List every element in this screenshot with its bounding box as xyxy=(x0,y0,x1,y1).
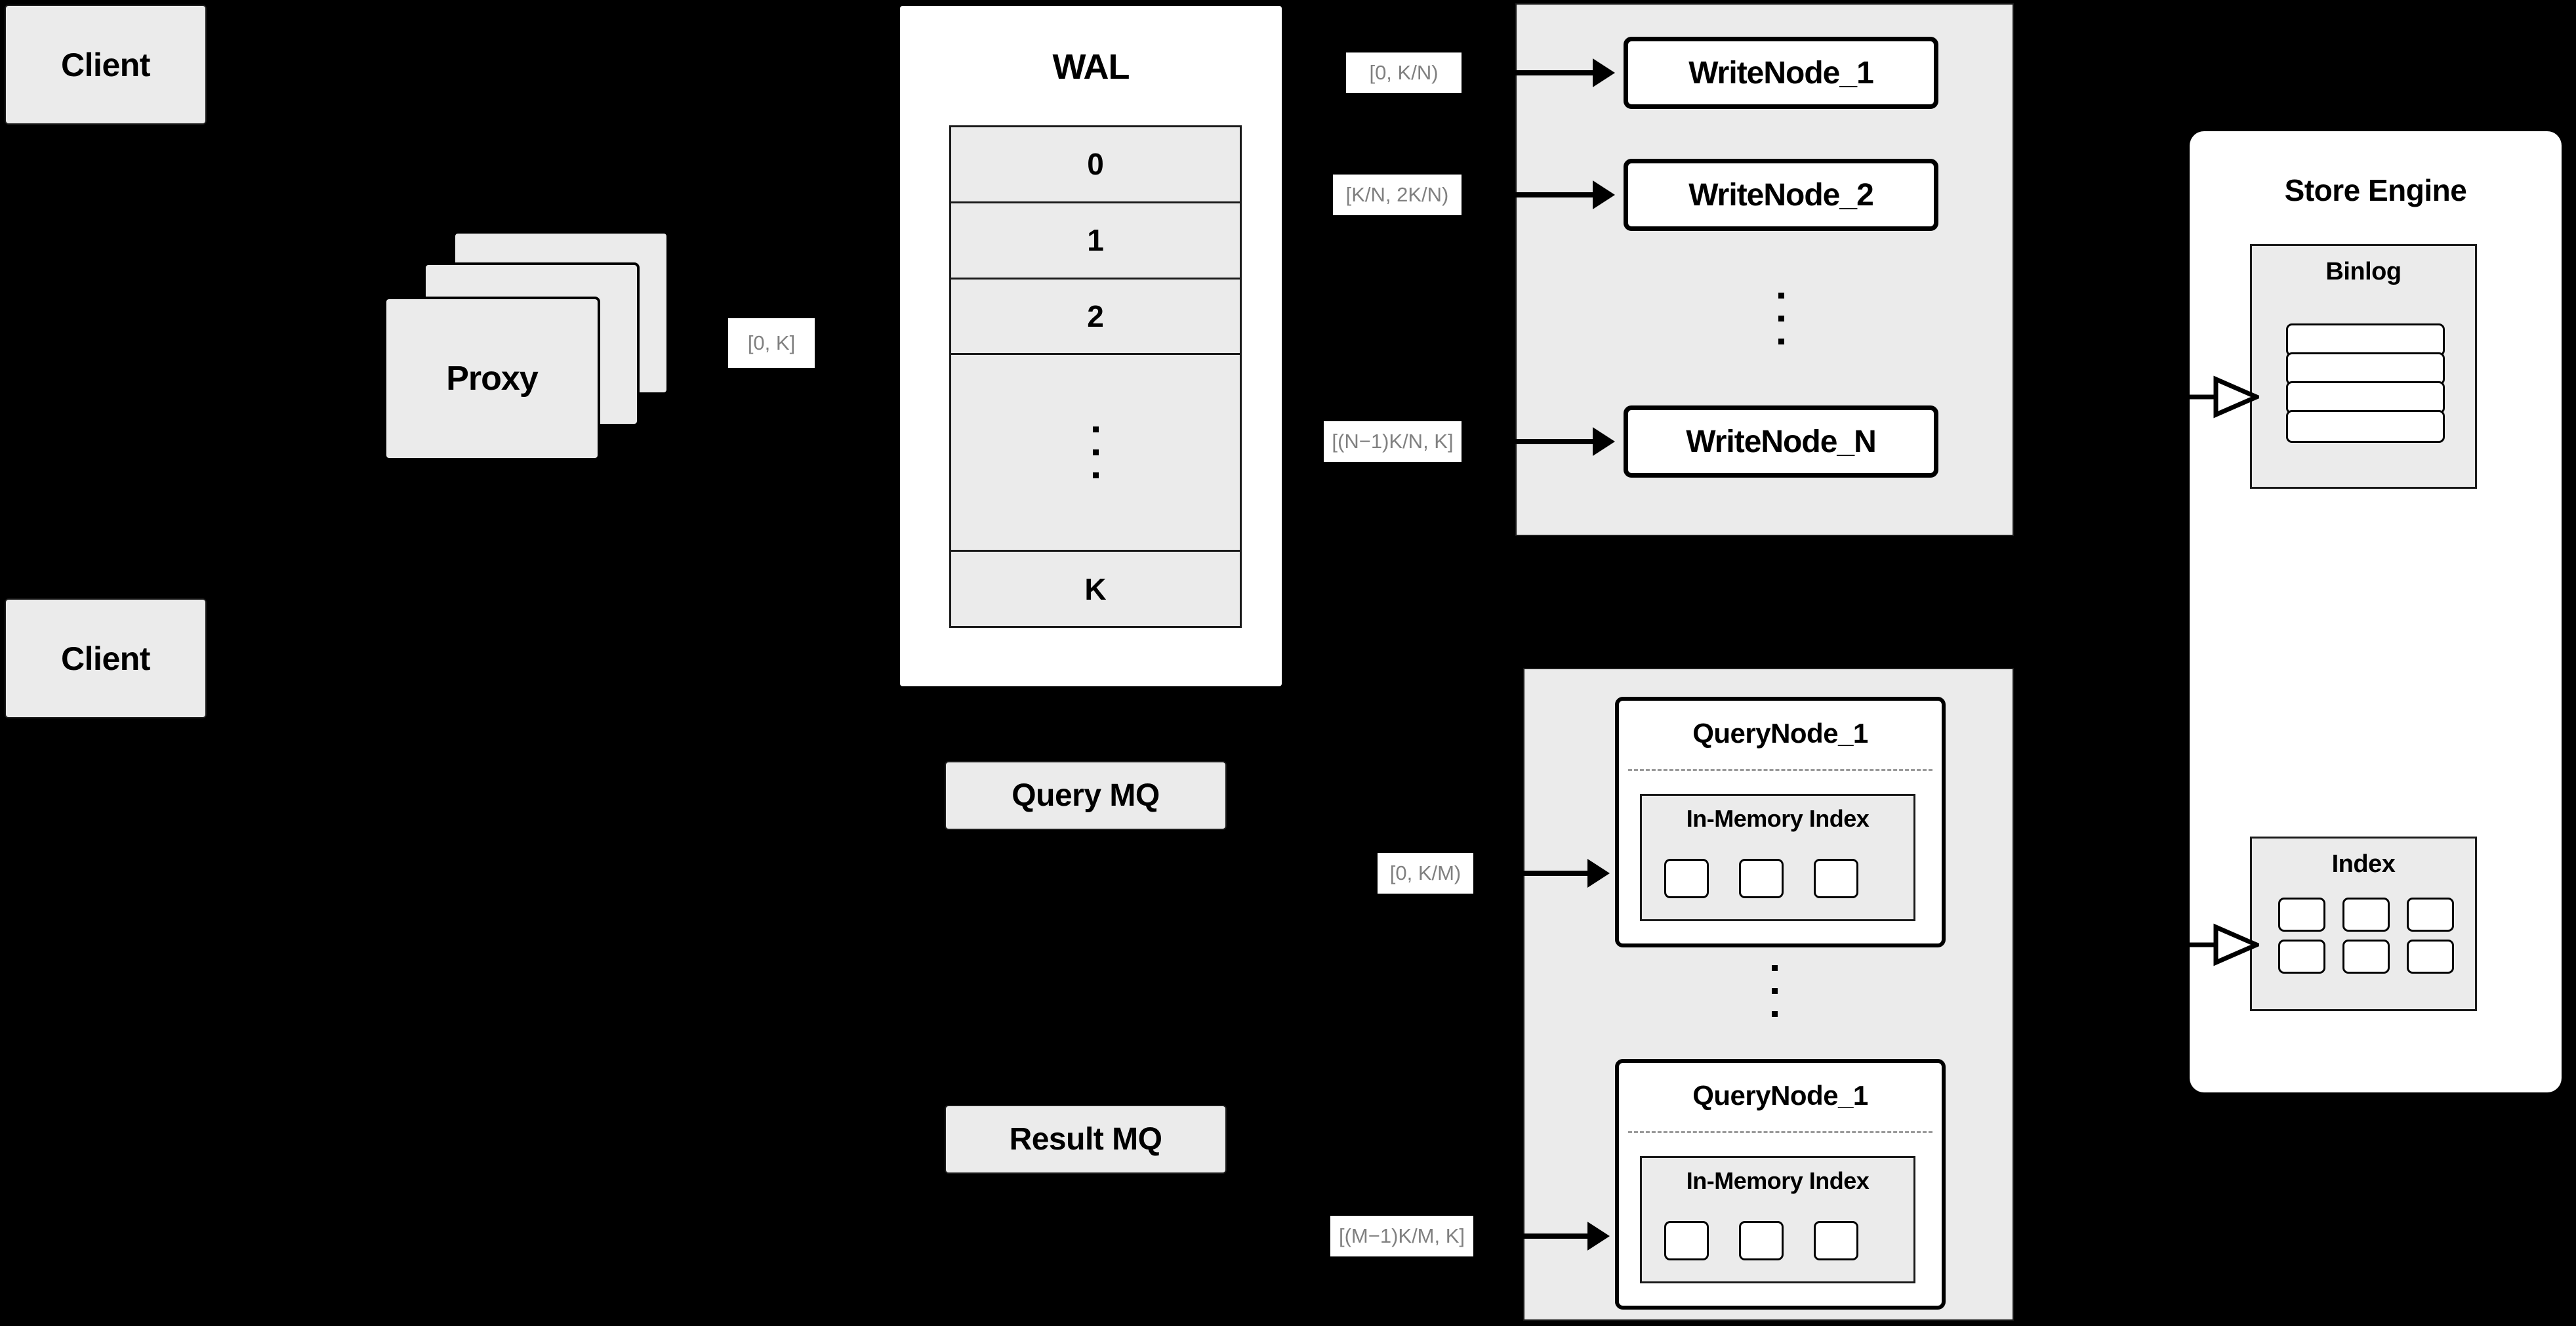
wal-row-label: 2 xyxy=(1087,299,1104,333)
binlog-bar[interactable] xyxy=(2286,381,2445,414)
client-node-2-label: Client xyxy=(61,640,150,677)
wal-row[interactable]: 0 xyxy=(951,127,1240,203)
binlog-bar[interactable] xyxy=(2286,323,2445,356)
wal-row[interactable]: 2 xyxy=(951,279,1240,356)
write-node-2-arrow-head xyxy=(1593,180,1615,209)
wal-row[interactable]: 1 xyxy=(951,203,1240,280)
query-node-1-arrow-head xyxy=(1587,859,1610,888)
write-cluster-ellipsis xyxy=(1765,276,1797,361)
wal-panel: WAL 0 1 2 K xyxy=(897,3,1284,689)
binlog-panel: Binlog xyxy=(2250,244,2477,489)
write-node-1-arrow-head xyxy=(1593,58,1615,87)
query-node-1-range-text: [0, K/M) xyxy=(1389,861,1462,884)
wal-row-label: K xyxy=(1084,571,1107,606)
proxy-range-label-text: [0, K] xyxy=(747,331,796,354)
store-engine-title: Store Engine xyxy=(2284,173,2467,207)
query-node-2-range-label: [(M−1)K/M, K] xyxy=(1330,1216,1473,1256)
query-node-1-title: QueryNode_1 xyxy=(1692,718,1868,749)
write-node-1-range-text: [0, K/N) xyxy=(1369,61,1439,84)
wal-row-ellipsis xyxy=(951,355,1240,552)
write-node-1-arrow-line xyxy=(1462,70,1593,75)
write-node-1-label: WriteNode_1 xyxy=(1688,55,1874,91)
wal-table: 0 1 2 K xyxy=(949,125,1242,628)
query-node-1[interactable]: QueryNode_1 In-Memory Index xyxy=(1615,697,1946,947)
query-node-2[interactable]: QueryNode_1 In-Memory Index xyxy=(1615,1059,1946,1310)
query-node-2-arrow-line xyxy=(1473,1233,1587,1239)
write-node-n[interactable]: WriteNode_N xyxy=(1624,405,1938,478)
proxy-range-label: [0, K] xyxy=(728,318,815,368)
write-node-n-range-text: [(N−1)K/N, K] xyxy=(1332,430,1454,453)
store-index-cell[interactable] xyxy=(2278,940,2325,974)
write-node-n-range-label: [(N−1)K/N, K] xyxy=(1324,421,1462,462)
query-node-1-divider xyxy=(1628,769,1932,771)
binlog-title: Binlog xyxy=(2325,258,2402,285)
query-mq-label: Query MQ xyxy=(1012,778,1160,813)
write-node-2[interactable]: WriteNode_2 xyxy=(1624,159,1938,231)
store-index-input-arrow xyxy=(2184,922,2259,968)
query-node-1-index-panel: In-Memory Index xyxy=(1640,794,1915,921)
wal-row-label: 0 xyxy=(1087,147,1104,182)
binlog-bar[interactable] xyxy=(2286,352,2445,385)
write-node-n-arrow-head xyxy=(1593,427,1615,456)
query-node-1-index-title: In-Memory Index xyxy=(1686,805,1870,832)
store-index-panel: Index xyxy=(2250,837,2477,1011)
store-index-title: Index xyxy=(2331,850,2396,878)
index-cell[interactable] xyxy=(1664,859,1709,898)
query-node-2-index-title: In-Memory Index xyxy=(1686,1167,1870,1194)
write-node-n-arrow-line xyxy=(1462,439,1593,444)
query-node-1-range-label: [0, K/M) xyxy=(1378,853,1473,894)
query-mq-node[interactable]: Query MQ xyxy=(945,761,1227,830)
query-node-2-divider xyxy=(1628,1131,1932,1133)
query-cluster-ellipsis xyxy=(1758,938,1791,1043)
query-node-2-title: QueryNode_1 xyxy=(1692,1080,1868,1111)
store-index-cell[interactable] xyxy=(2407,898,2454,932)
query-node-2-arrow-head xyxy=(1587,1222,1610,1251)
write-node-2-range-label: [K/N, 2K/N) xyxy=(1333,175,1462,215)
index-cell[interactable] xyxy=(1814,1221,1858,1260)
client-node-1[interactable]: Client xyxy=(5,5,207,125)
index-cell[interactable] xyxy=(1814,859,1858,898)
index-cell[interactable] xyxy=(1664,1221,1709,1260)
wal-row-label: 1 xyxy=(1087,223,1104,258)
store-index-cell[interactable] xyxy=(2407,940,2454,974)
result-mq-label: Result MQ xyxy=(1009,1122,1162,1157)
store-index-cell[interactable] xyxy=(2342,940,2390,974)
write-node-1-range-label: [0, K/N) xyxy=(1346,52,1462,93)
query-node-2-range-text: [(M−1)K/M, K] xyxy=(1338,1224,1465,1247)
query-node-1-arrow-line xyxy=(1473,871,1587,876)
proxy-label: Proxy xyxy=(446,360,539,398)
client-node-2[interactable]: Client xyxy=(5,598,207,718)
client-node-1-label: Client xyxy=(61,46,150,83)
result-mq-node[interactable]: Result MQ xyxy=(945,1105,1227,1174)
query-node-2-index-panel: In-Memory Index xyxy=(1640,1156,1915,1283)
store-engine-panel: Store Engine Binlog Index xyxy=(2190,131,2562,1092)
binlog-bar[interactable] xyxy=(2286,410,2445,443)
wal-row[interactable]: K xyxy=(951,552,1240,627)
write-node-2-label: WriteNode_2 xyxy=(1688,177,1874,213)
write-node-n-label: WriteNode_N xyxy=(1686,424,1876,459)
store-index-cell[interactable] xyxy=(2278,898,2325,932)
index-cell[interactable] xyxy=(1739,1221,1784,1260)
store-index-cell[interactable] xyxy=(2342,898,2390,932)
write-node-1[interactable]: WriteNode_1 xyxy=(1624,37,1938,109)
write-node-2-range-text: [K/N, 2K/N) xyxy=(1345,183,1449,206)
write-node-2-arrow-line xyxy=(1462,192,1593,197)
index-cell[interactable] xyxy=(1739,859,1784,898)
binlog-input-arrow xyxy=(2184,374,2259,420)
wal-title: WAL xyxy=(1052,47,1130,87)
proxy-node[interactable]: Proxy xyxy=(384,297,600,461)
